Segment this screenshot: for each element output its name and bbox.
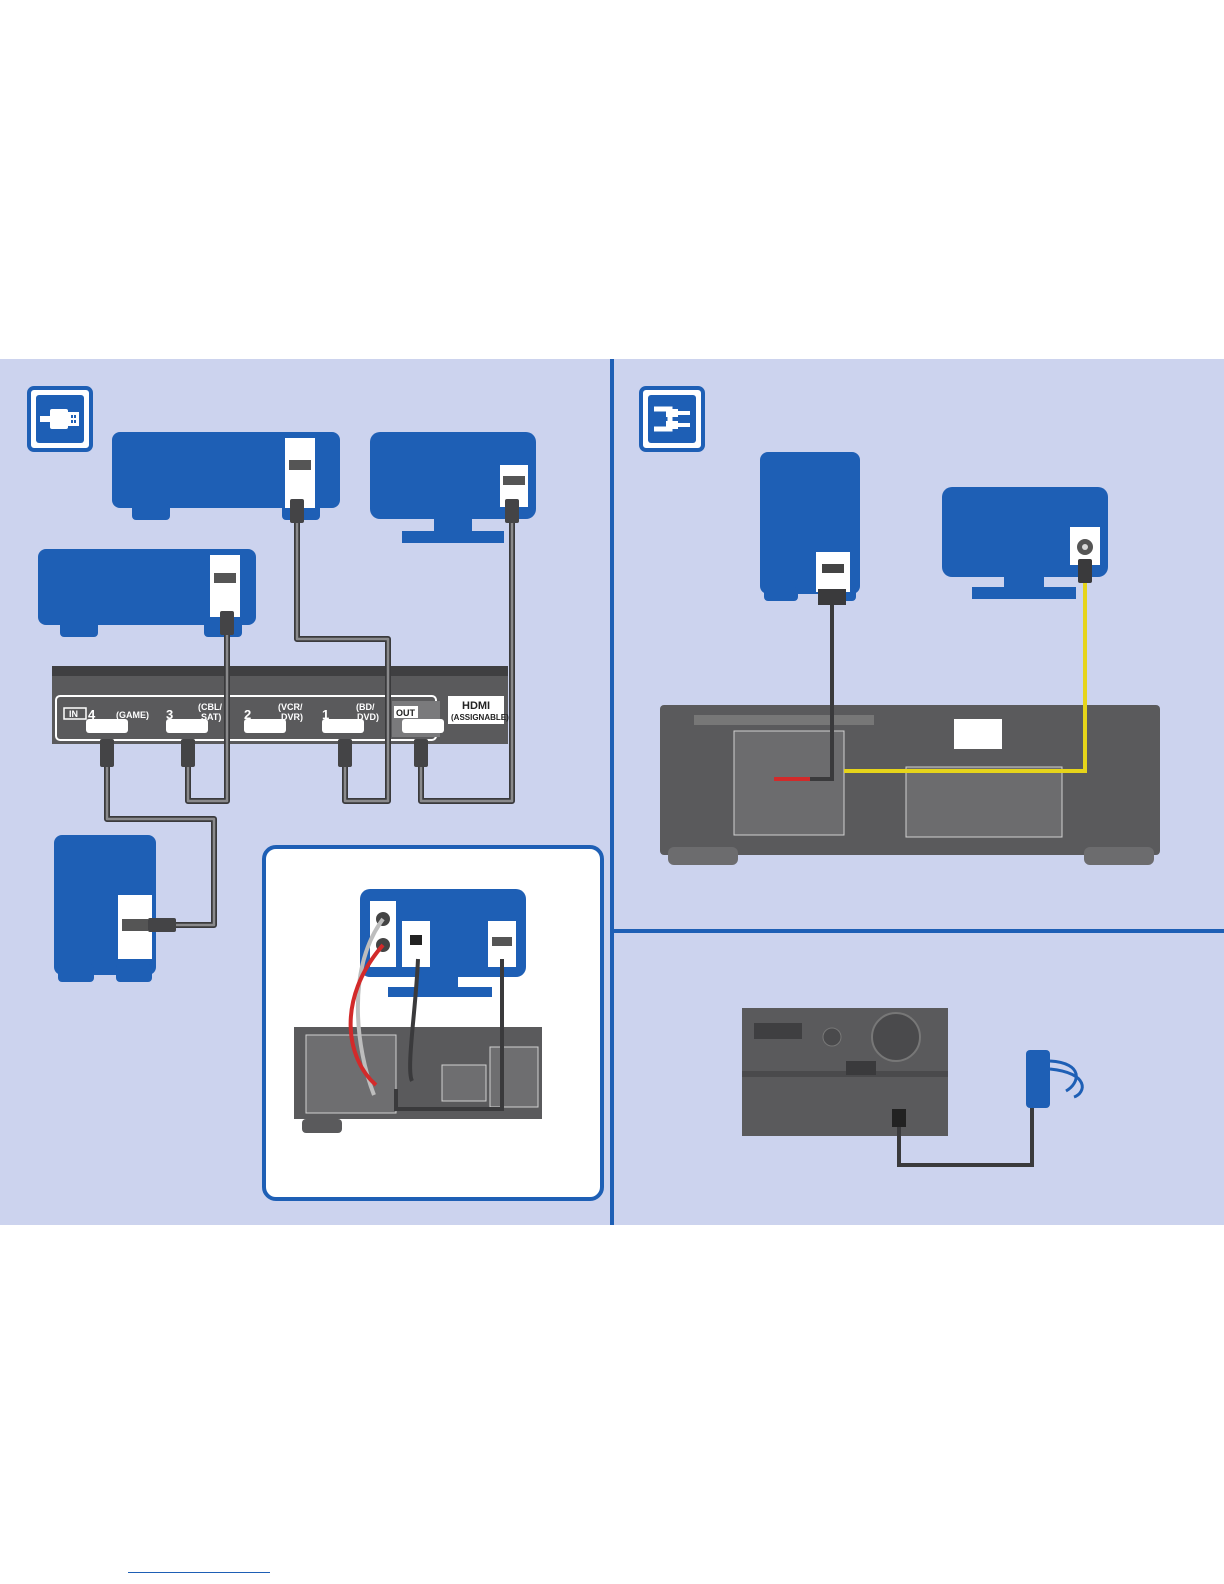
footer-underline <box>128 1572 270 1573</box>
hdmi-out-label: OUT <box>396 708 416 718</box>
source-device-top <box>112 432 340 520</box>
hdmi-input-2-name-line2: DVR) <box>281 712 303 722</box>
hdmi-title: HDMI <box>462 700 490 712</box>
hdmi-input-4-number: 4 <box>88 707 96 722</box>
analog-source-device <box>760 452 860 601</box>
hdmi-subtitle: (ASSIGNABLE) <box>451 713 509 722</box>
hdmi-input-1-name-line1: (BD/ <box>356 702 375 712</box>
hdmi-panel-labels: IN 4 (GAME) 3 (CBL/ SAT) 2 (VCR/ DVR) 1 … <box>0 660 610 780</box>
hdmi-input-3-number: 3 <box>166 707 173 722</box>
power-adapter <box>1026 1050 1082 1108</box>
hdmi-input-4-name: (GAME) <box>116 710 149 720</box>
hdmi-input-2-number: 2 <box>244 707 251 722</box>
inset-receiver <box>294 1027 542 1133</box>
hdmi-input-1-number: 1 <box>322 707 329 722</box>
hdmi-input-2-name-line1: (VCR/ <box>278 702 303 712</box>
hdmi-input-3-name-line1: (CBL/ <box>198 702 222 712</box>
audio-inset-diagram <box>266 849 600 1197</box>
power-connection-diagram <box>614 933 1224 1225</box>
receiver-front <box>742 1008 948 1136</box>
hdmi-input-1-name-line2: DVD) <box>357 712 379 722</box>
hdmi-input-3-name-line2: SAT) <box>201 712 221 722</box>
hdmi-in-label: IN <box>69 709 78 719</box>
game-console <box>54 835 156 982</box>
analog-connection-diagram <box>614 359 1224 929</box>
